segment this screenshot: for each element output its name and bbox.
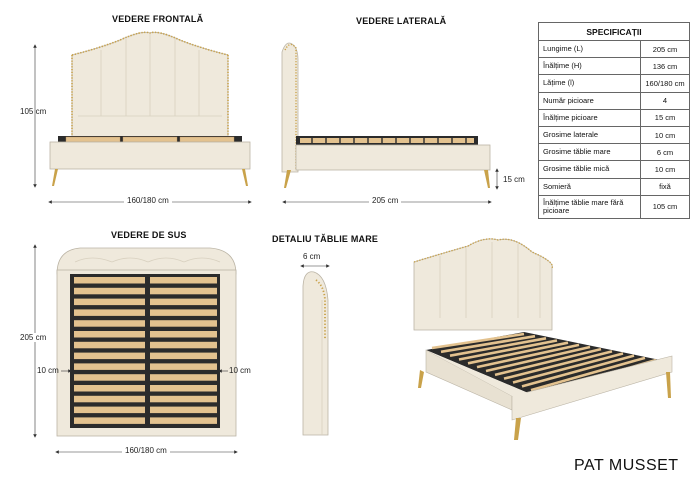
slat xyxy=(494,347,602,377)
slat xyxy=(530,356,646,392)
headboard-detail xyxy=(302,271,329,436)
slat xyxy=(150,363,217,370)
slat xyxy=(74,374,145,381)
spec-value: 4 xyxy=(640,91,690,110)
slat xyxy=(150,352,217,360)
spec-label: Grosime tăblie mare xyxy=(538,143,641,162)
slat xyxy=(431,332,525,350)
slat xyxy=(74,287,145,295)
spec-value: 10 cm xyxy=(640,160,690,179)
spec-value: 160/180 cm xyxy=(640,74,690,93)
top-length-label: 205 cm xyxy=(20,333,47,342)
spec-label: Lățime (l) xyxy=(538,74,641,93)
front-height-label: 105 cm xyxy=(20,107,47,116)
slat xyxy=(458,339,558,361)
spec-label: Grosime tăblie mică xyxy=(538,160,641,179)
slat xyxy=(74,406,145,414)
spec-value: 15 cm xyxy=(640,108,690,127)
slat xyxy=(485,345,591,373)
slat xyxy=(150,331,217,338)
top-view-title: VEDERE DE SUS xyxy=(111,230,187,240)
slat xyxy=(150,406,217,414)
slat xyxy=(150,298,217,306)
front-view-title: VEDERE FRONTALĂ xyxy=(112,14,204,24)
top-view xyxy=(56,247,237,437)
slat xyxy=(512,352,624,384)
slat xyxy=(150,309,217,316)
slat xyxy=(521,354,635,388)
spec-value: 205 cm xyxy=(640,39,690,59)
spec-label: Somieră xyxy=(538,177,641,196)
side-view-title: VEDERE LATERALĂ xyxy=(356,16,447,26)
detail-width-label: 6 cm xyxy=(303,252,321,261)
slat xyxy=(74,309,145,316)
slat xyxy=(74,341,145,349)
slat xyxy=(74,352,145,360)
perspective-view xyxy=(413,238,673,440)
top-left-gap-label: 10 cm xyxy=(37,366,59,375)
slat xyxy=(74,385,145,392)
table-row: Înălțime (H)136 cm xyxy=(538,57,690,76)
product-name: PAT MUSSET xyxy=(574,457,679,474)
slat xyxy=(74,363,145,370)
top-width-label: 160/180 cm xyxy=(122,446,170,455)
slat xyxy=(150,417,217,424)
spec-label: Număr picioare xyxy=(538,91,641,110)
slat xyxy=(449,337,547,357)
slat xyxy=(74,320,145,327)
spec-label: Înălțime tăblie mare fără picioare xyxy=(538,194,641,219)
slat xyxy=(74,331,145,338)
slat xyxy=(150,277,217,284)
slat xyxy=(150,374,217,381)
detail-view-title: DETALIU TĂBLIE MARE xyxy=(272,234,379,244)
top-right-gap-label: 10 cm xyxy=(229,366,251,375)
spec-label: Înălțime (H) xyxy=(538,57,641,76)
front-view xyxy=(49,31,251,186)
slat xyxy=(74,277,145,284)
slat xyxy=(150,320,217,327)
slat xyxy=(74,395,145,403)
specifications-table: SPECIFICAȚII Lungime (L)205 cm Înălțime … xyxy=(538,22,690,219)
side-leg-label: 15 cm xyxy=(503,175,525,184)
slat xyxy=(150,287,217,295)
slat xyxy=(74,298,145,306)
slat xyxy=(150,395,217,403)
table-row: Lățime (l)160/180 cm xyxy=(538,74,690,93)
spec-value: 6 cm xyxy=(640,143,690,162)
side-view xyxy=(281,42,491,188)
spec-value: 136 cm xyxy=(640,57,690,76)
slat xyxy=(503,350,613,380)
slat xyxy=(440,334,536,354)
slat xyxy=(74,417,145,424)
slat xyxy=(150,385,217,392)
spec-label: Grosime laterale xyxy=(538,125,641,145)
spec-value: 10 cm xyxy=(640,125,690,145)
side-length-label: 205 cm xyxy=(369,196,402,205)
table-row: Lungime (L)205 cm xyxy=(538,39,690,59)
spec-label: Lungime (L) xyxy=(538,39,641,59)
slat xyxy=(467,341,569,365)
front-width-label: 160/180 cm xyxy=(124,196,172,205)
spec-value: 105 cm xyxy=(640,194,690,219)
slat xyxy=(476,343,580,369)
spec-label: Înălțime picioare xyxy=(538,108,641,127)
specifications-title: SPECIFICAȚII xyxy=(538,22,690,41)
slat xyxy=(150,341,217,349)
spec-value: fixă xyxy=(640,177,690,196)
